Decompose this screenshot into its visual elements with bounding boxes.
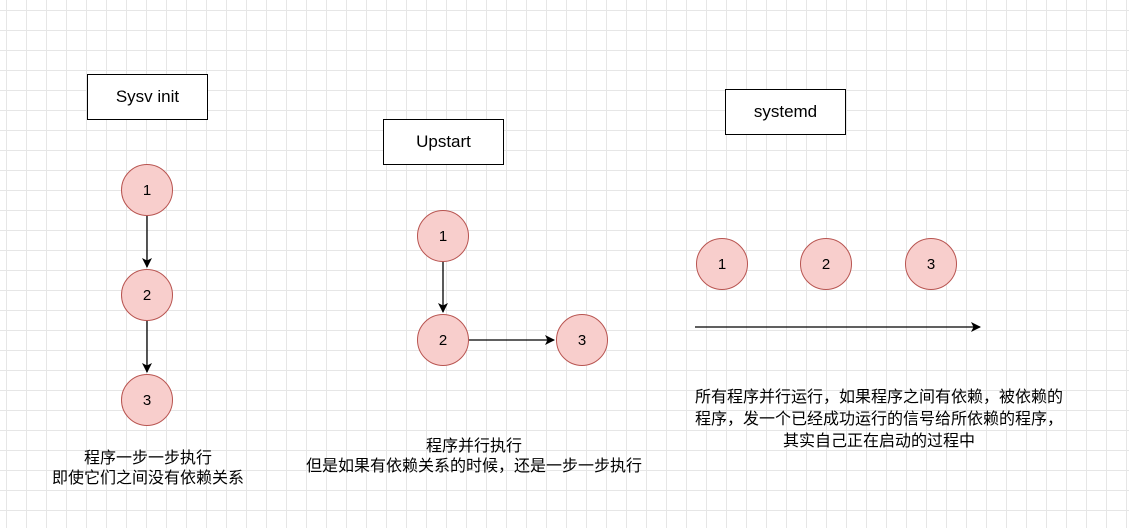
systemd-caption-line-1: 所有程序并行运行，如果程序之间有依赖，被依赖的 (694, 387, 1064, 406)
upstart-caption: 程序并行执行 但是如果有依赖关系的时候，还是一步一步执行 (306, 436, 642, 476)
systemd-caption: 所有程序并行运行，如果程序之间有依赖，被依赖的 程序，发一个已经成功运行的信号给… (695, 386, 1063, 452)
systemd-node-3: 3 (905, 238, 957, 290)
upstart-caption-line-1: 程序并行执行 (425, 436, 523, 455)
upstart-title-box: Upstart (383, 119, 504, 165)
upstart-node-2: 2 (417, 314, 469, 366)
sysv-caption: 程序一步一步执行 即使它们之间没有依赖关系 (52, 448, 244, 488)
sysv-node-2: 2 (121, 269, 173, 321)
sysv-node-1: 1 (121, 164, 173, 216)
sysv-init-title: Sysv init (115, 87, 180, 106)
systemd-caption-line-2: 程序，发一个已经成功运行的信号给所依赖的程序， (694, 409, 1064, 428)
upstart-node-1: 1 (417, 210, 469, 262)
upstart-node-3: 3 (556, 314, 608, 366)
systemd-node-2: 2 (800, 238, 852, 290)
sysv-node-3: 3 (121, 374, 173, 426)
sysv-init-title-box: Sysv init (87, 74, 208, 120)
sysv-caption-line-2: 即使它们之间没有依赖关系 (51, 468, 245, 487)
sysv-caption-line-1: 程序一步一步执行 (83, 448, 213, 467)
systemd-title-box: systemd (725, 89, 846, 135)
upstart-caption-line-2: 但是如果有依赖关系的时候，还是一步一步执行 (305, 456, 643, 475)
systemd-title: systemd (753, 102, 818, 121)
systemd-caption-line-3: 其实自己正在启动的过程中 (782, 431, 976, 450)
systemd-node-1: 1 (696, 238, 748, 290)
upstart-title: Upstart (416, 132, 471, 151)
